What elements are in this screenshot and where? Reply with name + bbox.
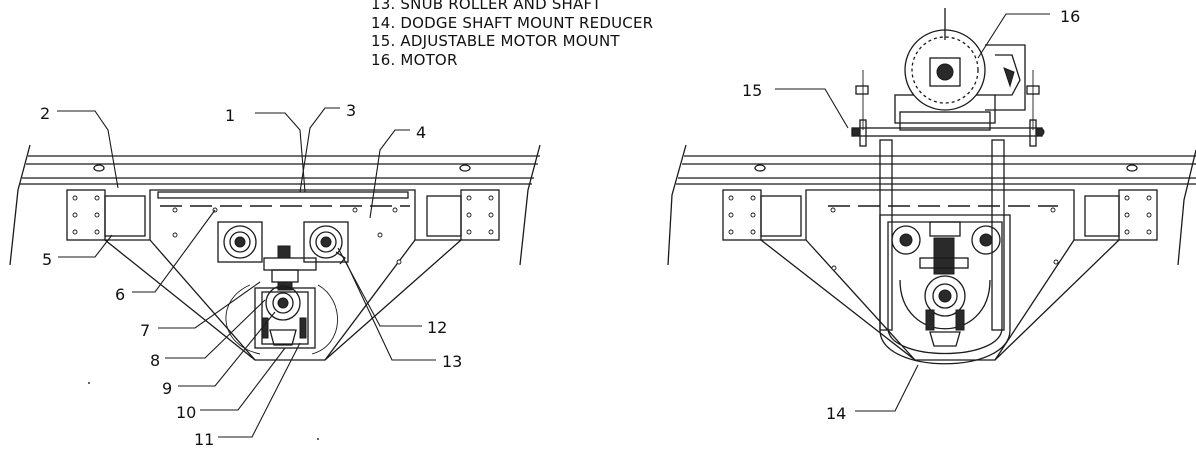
snub-roller	[303, 221, 349, 265]
conveyor-rail-right	[667, 144, 1196, 266]
motor	[894, 8, 1026, 131]
legend-item-14: 14. DODGE SHAFT MOUNT REDUCER	[371, 13, 654, 32]
tension-adjuster	[263, 245, 317, 291]
callout-7: 7	[140, 321, 150, 340]
speck	[88, 382, 90, 384]
parts-legend: 13. SNUB ROLLER AND SHAFT 14. DODGE SHAF…	[371, 0, 653, 69]
callout-14: 14	[826, 404, 846, 423]
right-view: 15 16 14	[667, 7, 1196, 423]
callout-5: 5	[42, 250, 52, 269]
shaft-mount-reducer	[879, 214, 1011, 365]
conveyor-rail-left	[9, 144, 541, 266]
callout-16: 16	[1060, 7, 1080, 26]
callout-10: 10	[176, 403, 196, 422]
mounting-plates-right	[722, 189, 1158, 241]
roller-left	[217, 221, 263, 263]
callout-15: 15	[742, 81, 762, 100]
callout-9: 9	[162, 379, 172, 398]
callout-2: 2	[40, 104, 50, 123]
drive-housing-left	[225, 284, 338, 355]
callout-8: 8	[150, 351, 160, 370]
legend-item-13: 13. SNUB ROLLER AND SHAFT	[371, 0, 602, 13]
callout-11: 11	[194, 430, 214, 449]
side-frame-left	[103, 189, 463, 361]
legend-item-15: 15. ADJUSTABLE MOTOR MOUNT	[371, 32, 620, 50]
adjustable-motor-mount	[851, 70, 1045, 147]
callout-3: 3	[346, 101, 356, 120]
left-view: 1 2 3 4 5 6 7 8 9 10 11 12 13	[9, 101, 541, 449]
callout-12: 12	[427, 318, 447, 337]
callout-4: 4	[416, 123, 426, 142]
callout-13: 13	[442, 352, 462, 371]
speck	[317, 438, 319, 440]
callout-6: 6	[115, 285, 125, 304]
callout-1: 1	[225, 106, 235, 125]
mounting-plates-left	[66, 189, 500, 241]
legend-item-16: 16. MOTOR	[371, 50, 458, 69]
